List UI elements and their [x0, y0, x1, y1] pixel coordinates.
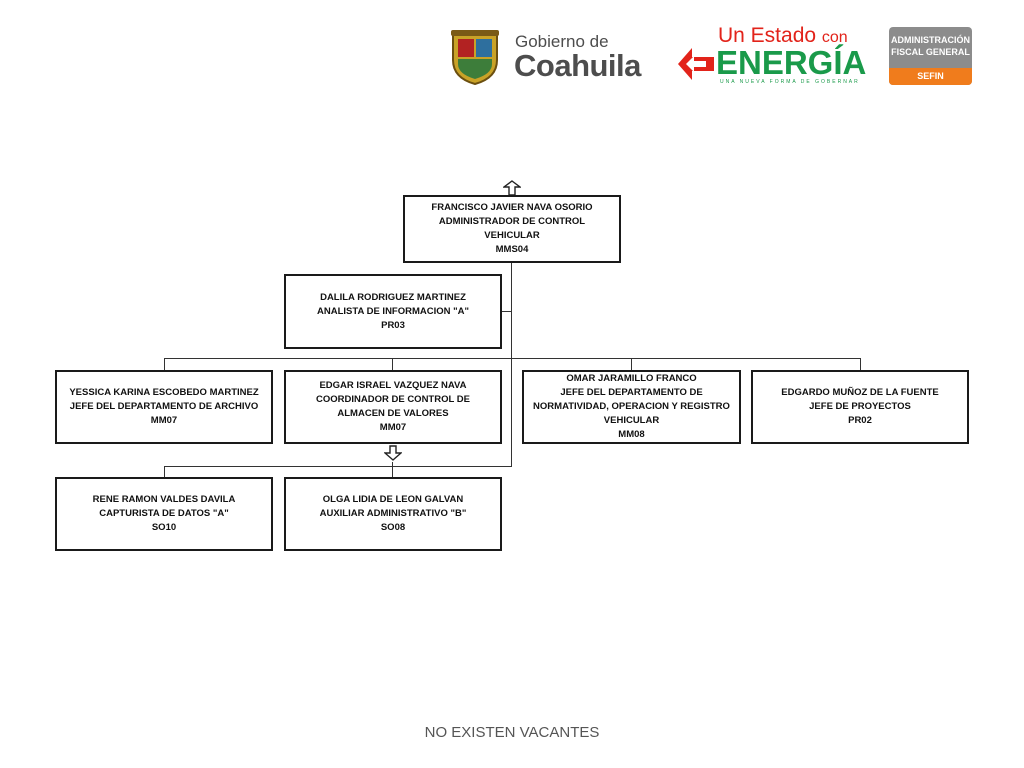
connector-drop-2	[392, 358, 393, 371]
connector-drop-4	[860, 358, 861, 371]
org-box-staff: DALILA RODRIGUEZ MARTINEZ ANALISTA DE IN…	[284, 274, 502, 349]
connector-drop-1	[164, 358, 165, 371]
position-title: JEFE DEL DEPARTAMENTO DE NORMATIVIDAD, O…	[533, 387, 730, 426]
person-name: RENE RAMON VALDES DAVILA	[92, 494, 236, 505]
connector-drop-6	[392, 462, 393, 478]
person-name: EDGARDO MUÑOZ DE LA FUENTE	[781, 387, 939, 398]
energia-line1: Un Estado con	[718, 24, 848, 48]
connector-trunk	[511, 262, 512, 467]
position-code: MM08	[618, 429, 645, 440]
connector-level3-bar	[164, 466, 512, 467]
afg-logo: ADMINISTRACIÓN FISCAL GENERAL SEFIN	[889, 27, 972, 85]
position-title: JEFE DE PROYECTOS	[809, 401, 911, 412]
person-name: YESSICA KARINA ESCOBEDO MARTINEZ	[69, 387, 259, 398]
energia-con: con	[821, 29, 848, 46]
org-box-auxiliar: OLGA LIDIA DE LEON GALVAN AUXILIAR ADMIN…	[284, 477, 502, 551]
person-name: EDGAR ISRAEL VAZQUEZ NAVA	[319, 380, 467, 391]
position-title: COORDINADOR DE CONTROL DE ALMACEN DE VAL…	[316, 394, 470, 419]
position-code: MMS04	[495, 244, 529, 255]
position-title: ANALISTA DE INFORMACION "A"	[316, 305, 470, 317]
position-title: CAPTURISTA DE DATOS "A"	[99, 508, 229, 519]
person-name: OMAR JARAMILLO FRANCO	[566, 373, 697, 384]
org-box-root: FRANCISCO JAVIER NAVA OSORIO ADMINISTRAD…	[403, 195, 621, 263]
afg-line2: FISCAL GENERAL	[891, 47, 970, 57]
position-title: ADMINISTRADOR DE CONTROL VEHICULAR	[438, 216, 586, 241]
afg-line1: ADMINISTRACIÓN	[891, 35, 970, 45]
energia-arrow-icon	[676, 44, 716, 84]
org-box-capturista: RENE RAMON VALDES DAVILA CAPTURISTA DE D…	[55, 477, 273, 551]
up-arrow-icon	[501, 180, 523, 196]
position-code: MM07	[150, 415, 178, 426]
afg-sefin: SEFIN	[917, 71, 944, 81]
position-title: AUXILIAR ADMINISTRATIVO "B"	[319, 508, 467, 519]
energia-tagline: UNA NUEVA FORMA DE GOBERNAR	[720, 79, 860, 85]
position-code: PR02	[848, 415, 872, 426]
connector-drop-3	[631, 358, 632, 371]
connector-drop-5	[164, 466, 165, 478]
position-code: SO08	[380, 522, 406, 533]
down-arrow-icon	[383, 445, 403, 461]
org-box-proyectos: EDGARDO MUÑOZ DE LA FUENTE JEFE DE PROYE…	[751, 370, 969, 444]
position-code: SO10	[151, 522, 177, 533]
position-code: PR03	[381, 319, 405, 331]
org-box-archivo: YESSICA KARINA ESCOBEDO MARTINEZ JEFE DE…	[55, 370, 273, 444]
connector-staff	[500, 311, 512, 312]
position-title: JEFE DEL DEPARTAMENTO DE ARCHIVO	[69, 401, 259, 412]
connector-level2-bar	[164, 358, 861, 359]
person-name: DALILA RODRIGUEZ MARTINEZ	[320, 291, 466, 303]
gov-line1: Gobierno de	[515, 32, 609, 51]
afg-sefin-band: SEFIN	[889, 68, 972, 85]
energia-un-estado: Un Estado	[718, 24, 817, 47]
org-box-normatividad: OMAR JARAMILLO FRANCO JEFE DEL DEPARTAME…	[522, 370, 741, 444]
coahuila-coat-of-arms-icon	[447, 26, 503, 86]
org-box-almacen: EDGAR ISRAEL VAZQUEZ NAVA COORDINADOR DE…	[284, 370, 502, 444]
position-code: MM07	[379, 422, 407, 433]
energia-line2: ENERGÍA	[716, 44, 867, 81]
gov-line2: Coahuila	[514, 48, 641, 83]
person-name: FRANCISCO JAVIER NAVA OSORIO	[431, 202, 593, 213]
vacancies-note: NO EXISTEN VACANTES	[424, 724, 600, 741]
person-name: OLGA LIDIA DE LEON GALVAN	[322, 494, 464, 505]
